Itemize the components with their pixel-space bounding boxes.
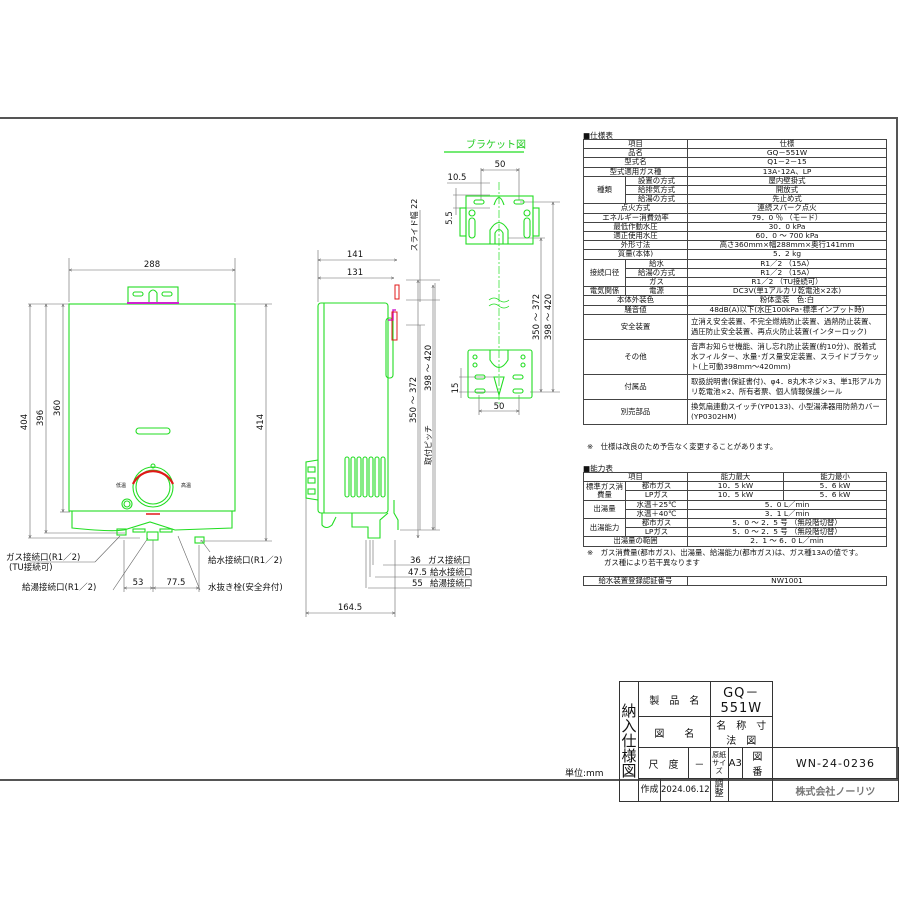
- svg-text:47.5: 47.5: [408, 568, 427, 578]
- svg-text:53: 53: [133, 578, 144, 588]
- svg-text:10.5: 10.5: [448, 173, 467, 183]
- svg-text:給水接続口: 給水接続口: [430, 567, 473, 578]
- svg-text:288: 288: [144, 260, 160, 270]
- title-block: 納入仕様図 製 品 名 GQ－551W 図 名 名 称 寸 法 図 尺 度 － …: [619, 681, 900, 802]
- svg-text:77.5: 77.5: [167, 578, 186, 588]
- capacity-footnote-2: ガス種により若干異なります: [604, 558, 700, 567]
- spec-footnote: ※ 仕様は改良のため予告なく変更することがあります。: [587, 442, 778, 451]
- svg-text:398 ～ 420: 398 ～ 420: [424, 345, 434, 391]
- svg-text:350 ～ 372: 350 ～ 372: [409, 377, 419, 423]
- svg-text:(TU接続可): (TU接続可): [9, 562, 53, 573]
- vertical-label: 納入仕様図: [619, 681, 639, 802]
- capacity-footnote-1: ※ ガス消費量(都市ガス)、出湯量、給湯能力(都市ガス)は、ガス種13Aの値です…: [587, 548, 863, 557]
- svg-text:低温: 低温: [116, 482, 126, 489]
- svg-text:350 ～ 372: 350 ～ 372: [532, 294, 542, 340]
- svg-text:スライド幅 22: スライド幅 22: [409, 199, 419, 252]
- svg-text:50: 50: [495, 160, 506, 170]
- svg-text:取付ピッチ: 取付ピッチ: [423, 425, 433, 465]
- svg-text:15: 15: [451, 383, 461, 394]
- svg-text:給湯接続口(R1／2): 給湯接続口(R1／2): [22, 582, 96, 593]
- svg-text:5.5: 5.5: [445, 211, 455, 225]
- drawing-frame: [0, 117, 898, 781]
- svg-text:55: 55: [412, 579, 423, 589]
- svg-text:ガス接続口(R1／2): ガス接続口(R1／2): [6, 552, 80, 563]
- svg-text:水抜き栓(安全弁付): 水抜き栓(安全弁付): [208, 582, 283, 593]
- svg-text:高温: 高温: [181, 482, 191, 489]
- svg-text:398 ～ 420: 398 ～ 420: [544, 294, 554, 340]
- svg-text:ガス接続口: ガス接続口: [428, 555, 471, 566]
- svg-text:131: 131: [347, 268, 363, 278]
- svg-text:414: 414: [256, 414, 266, 430]
- svg-text:396: 396: [36, 410, 46, 426]
- company-logo: 株式会社ノーリツ: [771, 778, 900, 802]
- svg-text:164.5: 164.5: [338, 603, 362, 613]
- svg-text:ブラケット図: ブラケット図: [466, 138, 526, 151]
- svg-text:50: 50: [494, 402, 505, 412]
- svg-text:給水接続口(R1／2): 給水接続口(R1／2): [208, 555, 282, 566]
- svg-text:給湯接続口: 給湯接続口: [430, 578, 473, 589]
- spec-table-title: ■仕様表: [583, 131, 613, 140]
- svg-text:360: 360: [53, 400, 63, 416]
- svg-text:36: 36: [410, 556, 421, 566]
- unit-label: 単位:mm: [565, 769, 604, 779]
- svg-text:141: 141: [347, 250, 363, 260]
- svg-text:404: 404: [20, 414, 30, 430]
- capacity-table-title: ■能力表: [583, 464, 613, 473]
